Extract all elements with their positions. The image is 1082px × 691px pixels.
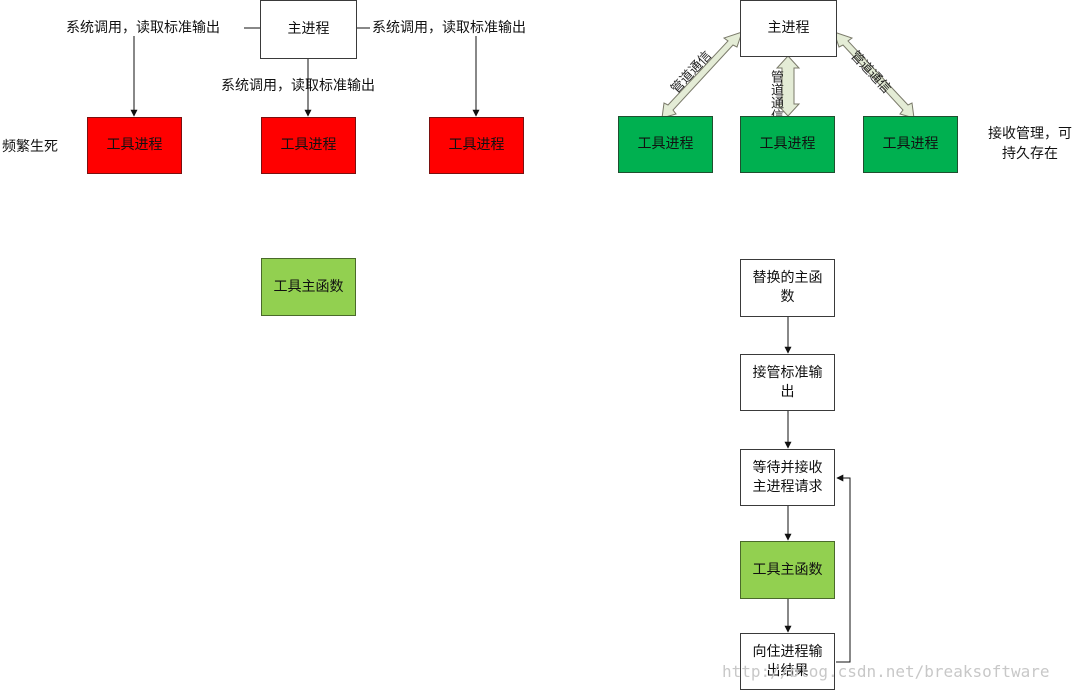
flow-loop-back <box>836 474 851 663</box>
right-tool-process-2-label: 工具进程 <box>759 136 816 152</box>
frequent-note: 频繁生死 <box>2 139 58 155</box>
left-tool-process-3-label: 工具进程 <box>448 137 505 153</box>
syscall-label-mid: 系统调用，读取标准输出 <box>221 78 375 94</box>
right-tool-process-1: 工具进程 <box>618 116 713 173</box>
pipe-arrow-left <box>661 31 743 119</box>
flow-step-wait-request: 等待并接收主进程请求 <box>740 449 835 506</box>
managed-note: 接收管理，可持久存在 <box>988 126 1072 162</box>
right-main-process-label: 主进程 <box>767 20 810 36</box>
left-tool-process-1: 工具进程 <box>87 117 182 174</box>
flow-step-5-label: 向住进程输出结果 <box>752 643 823 679</box>
watermark: http://blog.csdn.net/breaksoftware <box>722 662 1050 681</box>
flow-step-tool-main-func: 工具主函数 <box>740 541 835 599</box>
left-connectors <box>130 27 480 117</box>
right-main-process: 主进程 <box>740 0 837 57</box>
right-tool-process-3-label: 工具进程 <box>882 136 939 152</box>
flow-step-3-label: 等待并接收主进程请求 <box>752 459 823 495</box>
right-tool-process-1-label: 工具进程 <box>637 136 694 152</box>
right-tool-process-3: 工具进程 <box>863 116 958 173</box>
left-tool-process-2-label: 工具进程 <box>280 137 337 153</box>
left-tool-process-2: 工具进程 <box>261 117 356 174</box>
left-tool-main-func: 工具主函数 <box>261 258 356 316</box>
flow-step-output-result: 向住进程输出结果 <box>740 633 835 690</box>
left-tool-process-1-label: 工具进程 <box>106 137 163 153</box>
flow-step-replaced-main: 替换的主函数 <box>740 259 835 317</box>
left-main-process-label: 主进程 <box>287 21 330 37</box>
flow-step-2-label: 接管标准输出 <box>752 364 823 400</box>
left-tool-process-3: 工具进程 <box>429 117 524 174</box>
flow-step-4-label: 工具主函数 <box>752 561 823 578</box>
pipe-label-mid: 管道通信 <box>768 70 783 122</box>
flow-step-1-label: 替换的主函数 <box>752 270 823 305</box>
flow-step-take-over-stdout: 接管标准输出 <box>740 354 835 411</box>
left-tool-main-func-label: 工具主函数 <box>273 278 344 295</box>
syscall-label-right: 系统调用，读取标准输出 <box>372 20 526 36</box>
right-tool-process-2: 工具进程 <box>740 116 835 173</box>
left-main-process: 主进程 <box>260 0 357 59</box>
flow-connectors <box>784 316 851 663</box>
syscall-label-left: 系统调用，读取标准输出 <box>66 20 220 36</box>
